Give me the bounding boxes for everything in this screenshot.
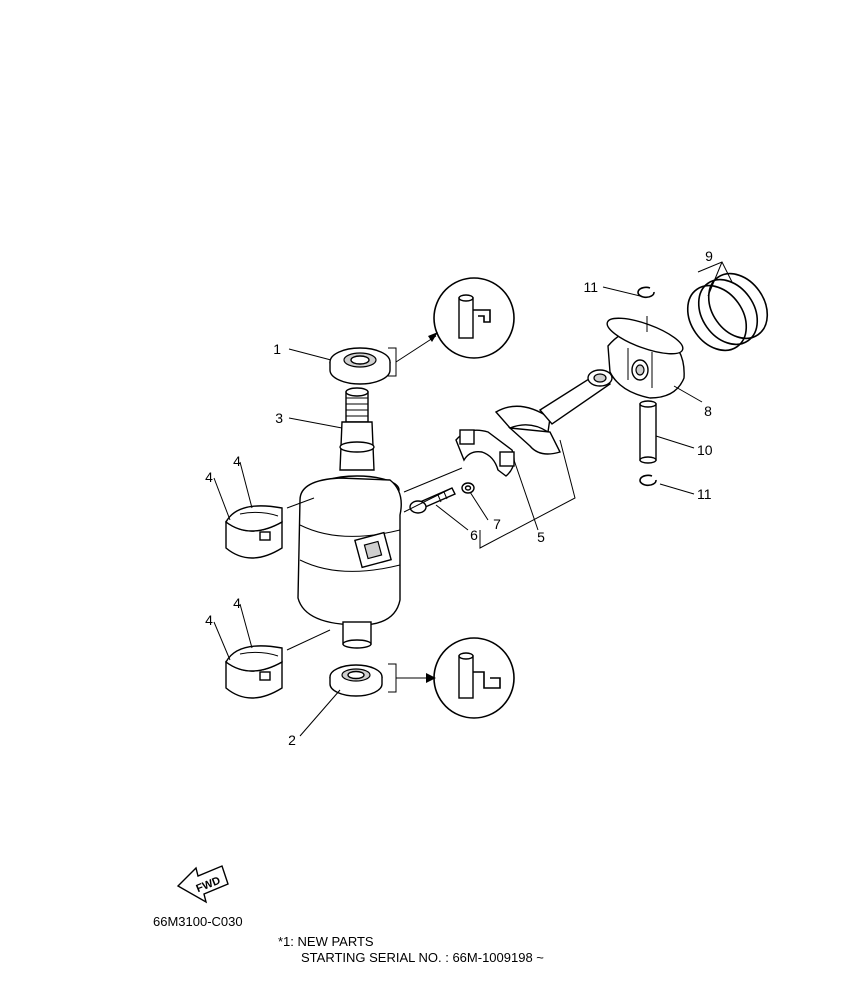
crankshaft-bearing bbox=[225, 645, 283, 699]
connecting-rod bbox=[455, 369, 613, 477]
crankshaft-bearing bbox=[225, 505, 283, 559]
callout-9: 9 bbox=[705, 248, 713, 264]
fwd-arrow-icon: FWD bbox=[176, 865, 229, 904]
callout-4: 4 bbox=[233, 595, 241, 611]
piston-pin-clip bbox=[639, 474, 657, 487]
callout-4: 4 bbox=[205, 469, 213, 485]
callout-4: 4 bbox=[233, 453, 241, 469]
rod-bolt bbox=[409, 487, 456, 514]
washer bbox=[461, 482, 475, 494]
callout-1: 1 bbox=[273, 341, 281, 357]
footnote-line-2: STARTING SERIAL NO. : 66M-1009198 ~ bbox=[301, 950, 544, 965]
grease-detail-icon bbox=[433, 277, 515, 359]
callout-11: 11 bbox=[583, 279, 598, 295]
piston bbox=[606, 316, 685, 399]
callout-7: 7 bbox=[493, 516, 501, 532]
callout-4: 4 bbox=[205, 612, 213, 628]
callout-2: 2 bbox=[288, 732, 296, 748]
grease-detail-icon bbox=[433, 637, 515, 719]
oil-seal-upper bbox=[329, 347, 391, 385]
callout-10: 10 bbox=[697, 442, 713, 458]
oil-seal-lower bbox=[329, 664, 383, 697]
callout-8: 8 bbox=[704, 403, 712, 419]
crankshaft bbox=[297, 387, 402, 649]
piston-pin-clip bbox=[637, 286, 655, 299]
callout-5: 5 bbox=[537, 529, 545, 545]
diagram-code: 66M3100-C030 bbox=[153, 914, 243, 929]
callout-3: 3 bbox=[275, 410, 283, 426]
callout-11: 11 bbox=[697, 486, 712, 502]
piston-pin bbox=[639, 400, 657, 464]
callout-6: 6 bbox=[470, 527, 478, 543]
piston-ring-set bbox=[686, 272, 769, 352]
footnote-line-1: *1: NEW PARTS bbox=[278, 934, 374, 949]
